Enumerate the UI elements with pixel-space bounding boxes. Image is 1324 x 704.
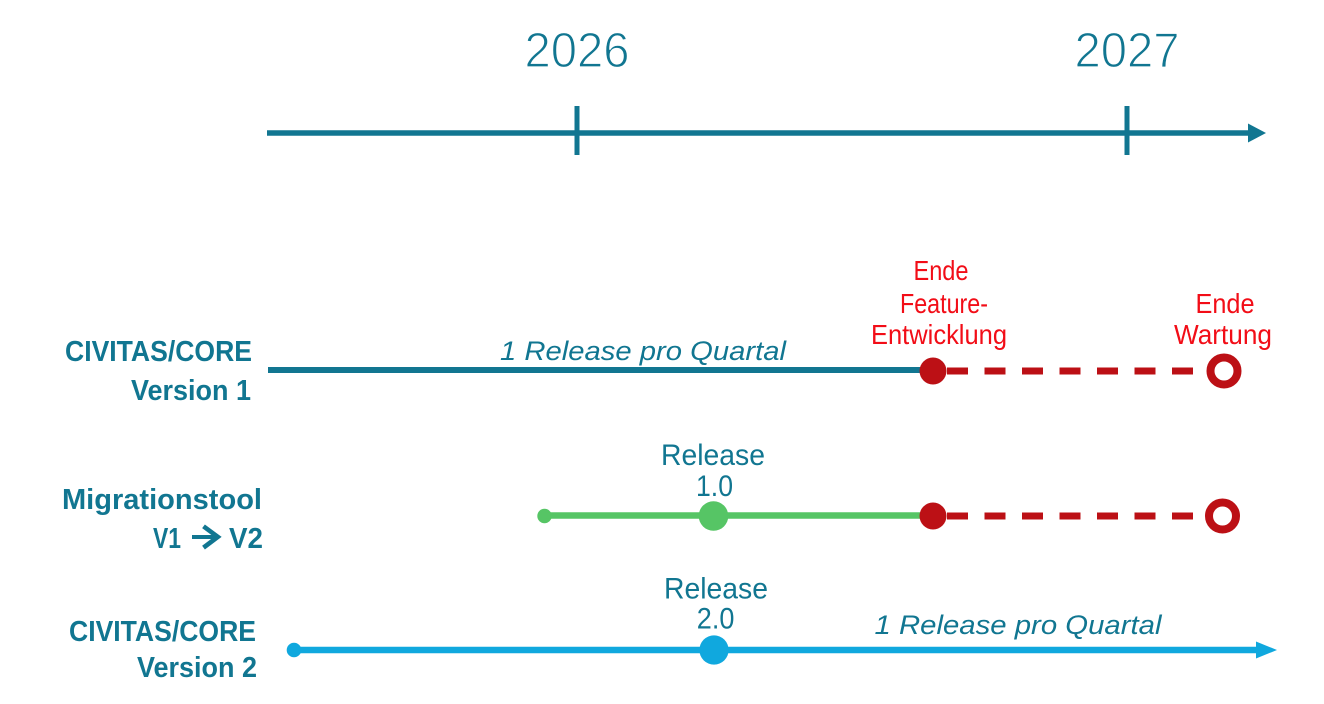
svg-text:Feature-: Feature- bbox=[900, 288, 988, 319]
svg-text:Ende: Ende bbox=[1196, 288, 1255, 319]
svg-text:Release: Release bbox=[664, 573, 768, 606]
svg-text:Release: Release bbox=[661, 439, 765, 472]
svg-text:V2: V2 bbox=[229, 523, 263, 555]
svg-text:Migrationstool: Migrationstool bbox=[62, 484, 262, 516]
svg-text:2027: 2027 bbox=[1075, 23, 1180, 78]
svg-text:V1: V1 bbox=[153, 523, 181, 555]
svg-text:2026: 2026 bbox=[525, 23, 630, 78]
svg-text:1.0: 1.0 bbox=[696, 470, 733, 503]
svg-text:1 Release pro Quartal: 1 Release pro Quartal bbox=[500, 336, 787, 366]
svg-text:2.0: 2.0 bbox=[697, 603, 735, 636]
svg-text:Version 1: Version 1 bbox=[131, 375, 251, 407]
svg-text:1 Release pro Quartal: 1 Release pro Quartal bbox=[875, 610, 1163, 640]
svg-text:Ende: Ende bbox=[914, 255, 969, 286]
svg-text:Wartung: Wartung bbox=[1174, 319, 1272, 350]
svg-text:CIVITAS/CORE: CIVITAS/CORE bbox=[65, 336, 252, 368]
svg-text:Entwicklung: Entwicklung bbox=[871, 319, 1007, 350]
svg-text:CIVITAS/CORE: CIVITAS/CORE bbox=[69, 616, 256, 648]
svg-text:Version 2: Version 2 bbox=[137, 652, 257, 684]
